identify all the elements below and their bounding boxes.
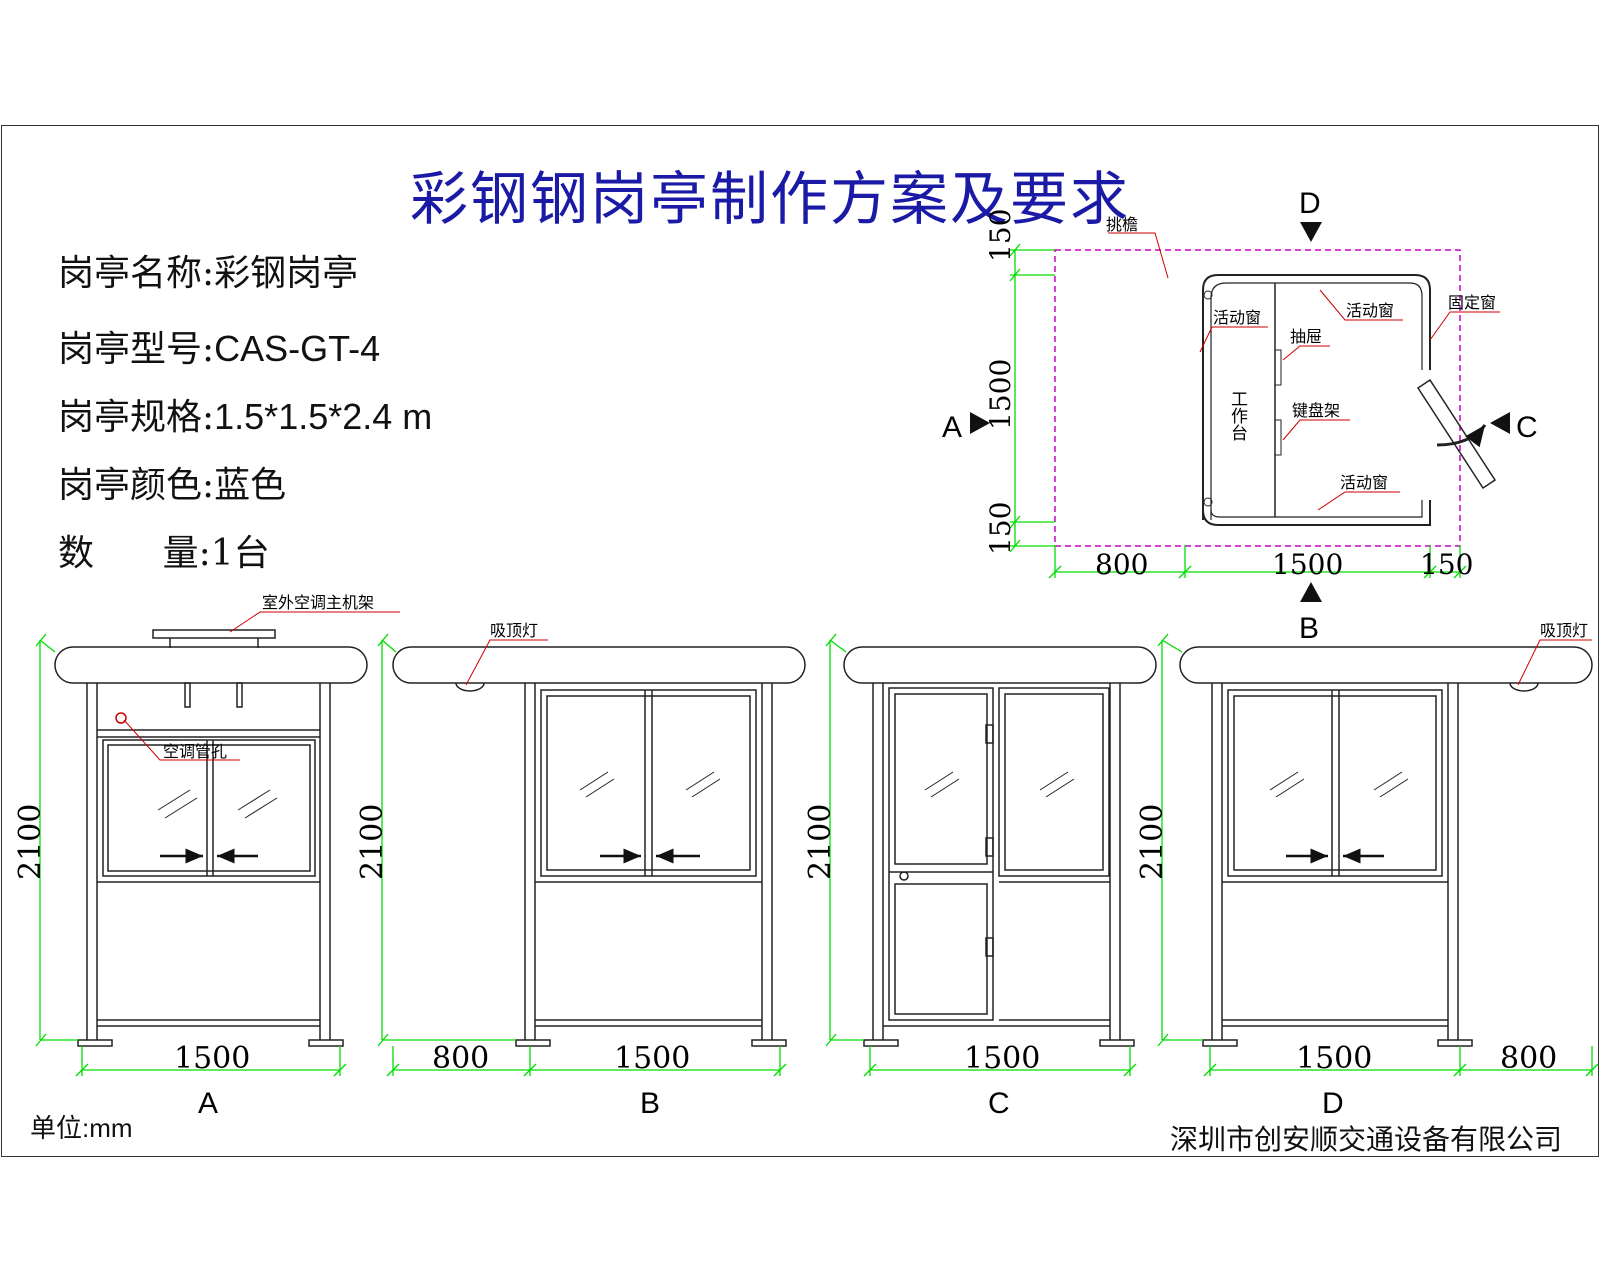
door <box>888 687 994 1021</box>
spec-label: 岗亭规格: <box>58 397 215 438</box>
spec-color: 岗亭颜色:蓝色 <box>58 456 286 508</box>
roof <box>54 646 368 684</box>
leader-line <box>1429 311 1500 341</box>
view-marker-a: A <box>942 411 962 444</box>
spec-label: 岗亭颜色: <box>58 465 215 506</box>
callout-ceiling-light: 吸顶灯 <box>490 621 538 640</box>
spec-value: 蓝色 <box>214 465 287 506</box>
elevation-a <box>54 611 400 1047</box>
dim-plan-left-mid: 1500 <box>984 359 1017 430</box>
roof <box>392 646 806 684</box>
spec-quantity: 数 量:1台 <box>58 524 270 576</box>
dim-c-height: 2100 <box>803 804 838 880</box>
callout-eave: 挑檐 <box>1106 215 1138 234</box>
leader-line <box>1282 419 1350 441</box>
plan-dimensions <box>1009 243 1467 579</box>
company-name: 深圳市创安顺交通设备有限公司 <box>1170 1123 1563 1156</box>
leader-line <box>1319 289 1403 321</box>
ceiling-light <box>455 682 485 692</box>
window-frame <box>102 739 316 877</box>
spec-value: 1台 <box>210 533 270 574</box>
dim-plan-bottom-right: 150 <box>1420 548 1473 581</box>
view-marker-arrow <box>970 412 990 434</box>
dim-plan-left-bottom: 150 <box>984 502 1017 555</box>
corner-post <box>1203 290 1213 300</box>
view-marker-b: B <box>1299 612 1319 645</box>
spec-size: 岗亭规格:1.5*1.5*2.4 m <box>58 388 432 440</box>
callout-drawer: 抽屉 <box>1290 327 1322 346</box>
window-frame <box>540 689 757 877</box>
callout-ceiling-light: 吸顶灯 <box>1540 621 1588 640</box>
dim-b-overhang: 800 <box>432 1041 489 1076</box>
dim-b-width: 1500 <box>614 1041 690 1076</box>
spec-label: 岗亭型号: <box>58 329 215 370</box>
plan-view: 挑檐 活动窗 活动窗 固定窗 抽屉 键盘架 活动窗 工作台 D B A C <box>942 187 1538 645</box>
view-marker-d: D <box>1299 187 1321 220</box>
spec-label: 数 量: <box>58 533 211 574</box>
leader-line <box>1108 232 1169 279</box>
dim-plan-left-top: 150 <box>984 209 1017 262</box>
door-swing-arrow <box>1436 424 1487 448</box>
booth-wall-inner <box>1210 282 1423 520</box>
ac-pipe-hole <box>115 712 127 724</box>
booth-wall-bottom-inner <box>1210 500 1423 518</box>
dim-c-width: 1500 <box>964 1041 1040 1076</box>
callout-ac-pipe-hole: 空调管孔 <box>163 742 227 761</box>
dim-d-overhang: 800 <box>1500 1041 1557 1076</box>
view-marker-arrow <box>1300 222 1322 242</box>
eave-outline <box>1054 249 1461 547</box>
dim-plan-bottom-mid: 1500 <box>1272 548 1343 581</box>
roof <box>843 646 1157 684</box>
callout-bottom-sliding-window: 活动窗 <box>1340 473 1388 492</box>
elevation-label-a: A <box>198 1087 218 1120</box>
spec-value: CAS-GT-4 <box>214 328 381 369</box>
roof <box>1179 646 1593 684</box>
callout-ac-rack: 室外空调主机架 <box>262 593 374 612</box>
booth-wall-bottom <box>1202 500 1431 526</box>
spec-model: 岗亭型号:CAS-GT-4 <box>58 320 380 372</box>
elevation-c <box>843 646 1157 1047</box>
dim-b-height: 2100 <box>355 804 390 880</box>
callout-left-sliding-window: 活动窗 <box>1213 308 1261 327</box>
leader-line <box>1317 491 1400 511</box>
leader-line <box>1282 345 1330 361</box>
callout-keyboard-tray: 键盘架 <box>1292 401 1340 420</box>
dim-d-height: 2100 <box>1135 804 1170 880</box>
elevation-d <box>1179 639 1593 1047</box>
drawing-frame <box>1 125 1599 1157</box>
page-title: 彩钢钢岗亭制作方案及要求 <box>410 165 1131 233</box>
dim-a-height: 2100 <box>13 804 48 880</box>
ceiling-light <box>1509 682 1539 692</box>
dim-a-width: 1500 <box>174 1041 250 1076</box>
keyboard-tray <box>1274 419 1282 456</box>
leader-line <box>1199 326 1213 353</box>
callout-top-sliding-window: 活动窗 <box>1346 301 1394 320</box>
drawer <box>1274 349 1282 386</box>
elevation-b <box>392 639 806 1047</box>
ac-rack <box>152 629 276 639</box>
spec-value: 1.5*1.5*2.4 m <box>214 396 433 437</box>
elevation-label-d: D <box>1322 1087 1344 1120</box>
dim-plan-bottom-left: 800 <box>1095 548 1148 581</box>
elevation-label-b: B <box>640 1087 660 1120</box>
spec-value: 彩钢岗亭 <box>214 253 359 294</box>
view-marker-arrow <box>1490 412 1510 434</box>
unit-label: 单位:mm <box>30 1113 133 1143</box>
window-frame <box>1227 689 1443 877</box>
view-marker-arrow <box>1300 582 1322 602</box>
callout-fixed-window: 固定窗 <box>1448 293 1496 312</box>
callout-workbench: 工作台 <box>1227 390 1248 441</box>
elevation-label-c: C <box>988 1087 1010 1120</box>
corner-post <box>1203 497 1213 507</box>
elevation-dimensions <box>35 633 1599 1077</box>
spec-name: 岗亭名称:彩钢岗亭 <box>58 244 358 296</box>
door-open <box>1416 378 1497 490</box>
booth-wall <box>1202 274 1431 520</box>
view-marker-c: C <box>1516 411 1538 444</box>
spec-label: 岗亭名称: <box>58 253 215 294</box>
dim-d-width: 1500 <box>1296 1041 1372 1076</box>
